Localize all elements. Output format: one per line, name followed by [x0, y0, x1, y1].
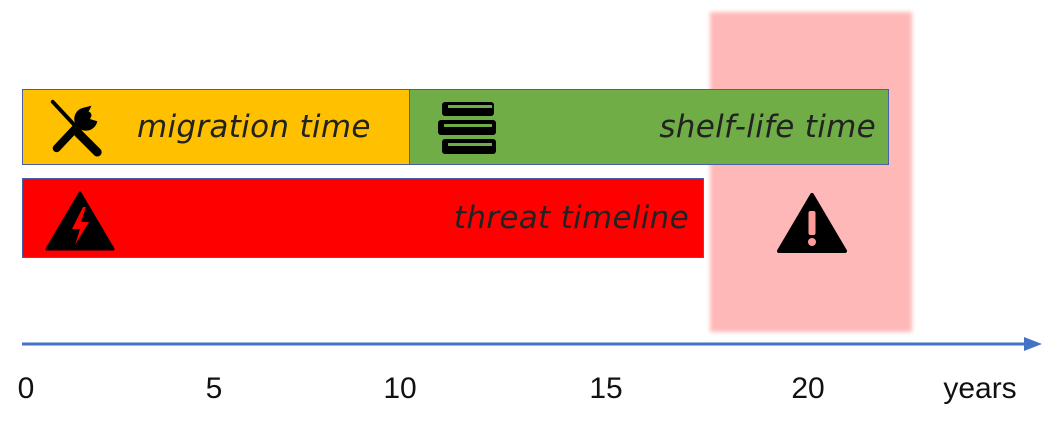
shelf-life-time-bar: shelf-life time [409, 89, 889, 165]
axis-tick-label: 20 [791, 372, 825, 405]
wrench-screwdriver-icon [50, 99, 102, 157]
axis-tick-label: 5 [205, 372, 223, 405]
migration-time-label: migration time [137, 109, 371, 145]
high-voltage-warning-icon [45, 191, 115, 251]
migration-time-bar: migration time [22, 89, 410, 165]
axis-tick-label: 10 [383, 372, 417, 405]
danger-zone [710, 12, 912, 332]
axis-arrowhead-icon [1024, 337, 1042, 351]
axis-tick-label: 15 [589, 372, 623, 405]
books-icon [438, 102, 496, 154]
threat-timeline-label: threat timeline [453, 200, 689, 236]
time-axis [22, 337, 1042, 351]
exclamation-warning-icon [777, 193, 847, 253]
axis-unit-label: years [943, 372, 1017, 405]
shelf-life-time-label: shelf-life time [659, 109, 876, 145]
threat-timeline-bar: threat timeline [22, 178, 704, 258]
axis-tick-label: 0 [17, 372, 35, 405]
